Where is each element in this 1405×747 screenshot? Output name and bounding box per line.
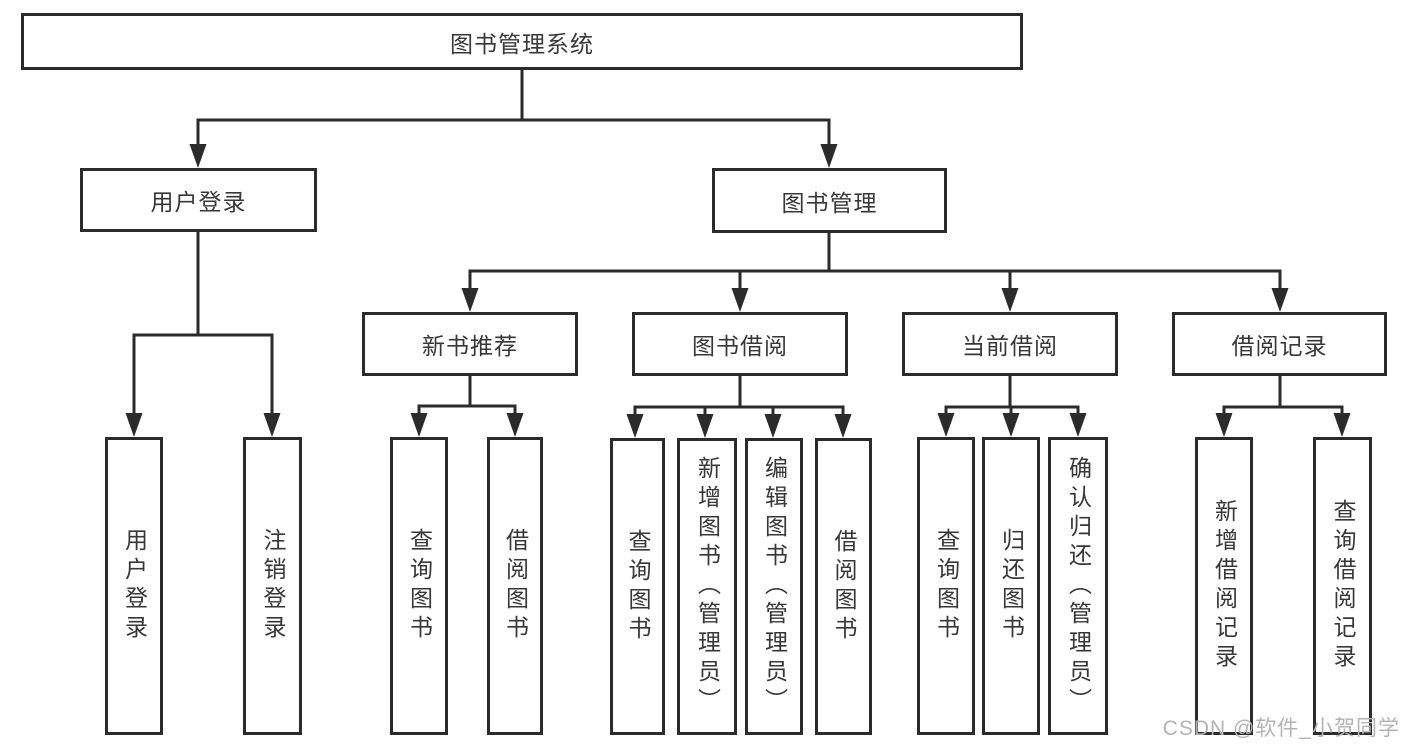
leaf-search-books-recommend: 查询图书 <box>390 437 448 735</box>
node-new-book-recommend: 新书推荐 <box>362 312 578 376</box>
leaf-edit-books-admin: 编辑图书（管理员） <box>745 438 803 735</box>
node-book-borrowing: 图书借阅 <box>632 312 848 376</box>
node-borrowing-records: 借阅记录 <box>1172 312 1387 376</box>
leaf-search-books-borrowing: 查询图书 <box>610 438 665 735</box>
node-current-borrowing: 当前借阅 <box>902 312 1118 376</box>
leaf-search-books-current: 查询图书 <box>917 437 975 735</box>
leaf-logout: 注销登录 <box>243 437 302 735</box>
leaf-user-login: 用户登录 <box>105 437 163 735</box>
leaf-borrow-books-recommend: 借阅图书 <box>487 437 543 735</box>
leaf-add-borrow-record: 新增借阅记录 <box>1195 437 1253 735</box>
watermark: CSDN @软件_小贺同学 <box>1162 717 1400 740</box>
node-user-login: 用户登录 <box>80 168 317 232</box>
node-root: 图书管理系统 <box>21 13 1023 70</box>
leaf-confirm-return-admin: 确认归还（管理员） <box>1048 437 1108 735</box>
node-book-management: 图书管理 <box>712 168 947 233</box>
leaf-return-books: 归还图书 <box>982 437 1040 735</box>
leaf-borrow-books-borrowing: 借阅图书 <box>815 438 872 735</box>
leaf-add-books-admin: 新增图书（管理员） <box>677 438 737 735</box>
leaf-search-borrow-record: 查询借阅记录 <box>1313 437 1372 735</box>
